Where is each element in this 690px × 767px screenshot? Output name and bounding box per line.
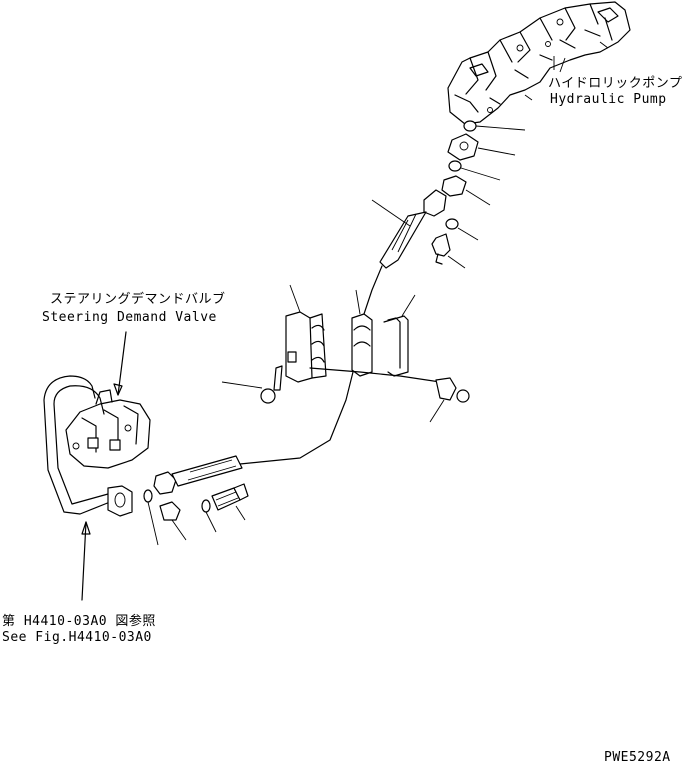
see-fig-label-en: See Fig.H4410-03A0 [2, 630, 152, 645]
see-fig-label-jp: 第 H4410-03A0 図参照 [2, 614, 156, 629]
leader-lines [81, 57, 566, 601]
hydraulic-pump-label-jp: ハイドロリックポンプ [548, 76, 683, 91]
lower-hose [171, 455, 243, 487]
lower-fittings [143, 471, 249, 546]
bent-pipe [43, 375, 133, 517]
clamp-assembly [221, 284, 470, 423]
hydraulic-pump-label-en: Hydraulic Pump [550, 92, 667, 107]
upper-hose [239, 189, 447, 465]
hydraulic-pump [447, 1, 631, 125]
steering-demand-valve [65, 389, 151, 469]
drawing-code: PWE5292A [604, 750, 671, 765]
steering-valve-label-en: Steering Demand Valve [42, 310, 217, 325]
pump-fittings [431, 120, 526, 269]
steering-valve-label-jp: ステアリングデマンドバルブ [50, 292, 226, 307]
